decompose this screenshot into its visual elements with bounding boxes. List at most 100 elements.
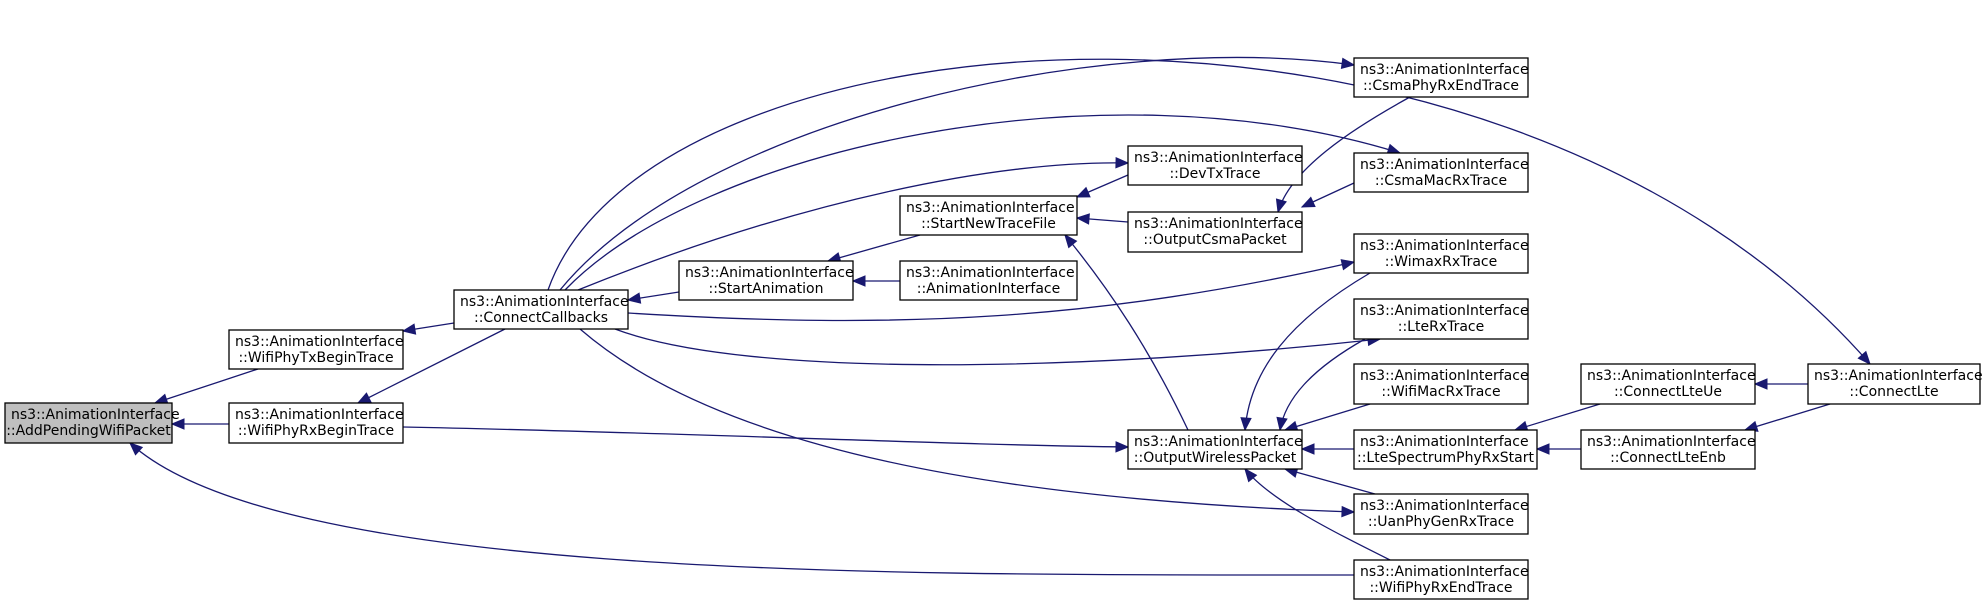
node-box [1353,152,1529,193]
edge-line [1514,403,1601,431]
node-start-animation[interactable]: ns3::AnimationInterface::StartAnimation [678,260,854,301]
node-namespace-label: ns3::AnimationInterface [1134,434,1303,450]
edge-arrowhead [170,418,185,430]
node-method-label: ::OutputCsmaPacket [1143,232,1287,248]
node-method-label: ::AddPendingWifiPacket [6,423,171,439]
edge-arrowhead [1276,416,1288,432]
node-method-label: ::LteRxTrace [1398,319,1485,335]
edge-line [577,162,1129,291]
edge-csma-phy-rx-end-trace-to-output-csma-packet [1275,96,1411,214]
node-method-label: ::WifiPhyTxBeginTrace [238,350,393,366]
edge-wifi-phy-rx-end-trace-to-add-pending-wifi-packet [129,442,1355,576]
edge-arrowhead [1300,196,1316,208]
node-box [1353,493,1529,535]
edge-line [1244,272,1371,431]
node-namespace-label: ns3::AnimationInterface [1360,564,1529,580]
edge-connect-callbacks-to-uan-phy-gen-rx-trace [579,328,1356,518]
edge-wifi-phy-tx-begin-trace-to-add-pending-wifi-packet [153,368,259,405]
node-connect-lte-ue[interactable]: ns3::AnimationInterface::ConnectLteUe [1580,363,1756,405]
node-namespace-label: ns3::AnimationInterface [1360,62,1529,78]
edge-output-wireless-packet-to-start-new-trace-file [1064,233,1189,431]
edge-arrowhead [1240,417,1252,432]
edge-wifi-phy-rx-end-trace-to-output-wireless-packet [1244,467,1391,561]
edge-arrowhead [1244,467,1258,483]
edge-connect-callbacks-to-wifi-phy-tx-begin-trace [401,322,455,335]
node-box [1353,363,1529,405]
node-connect-callbacks[interactable]: ns3::AnimationInterface::ConnectCallback… [453,289,629,330]
edge-line [402,426,1129,448]
node-dev-tx-trace[interactable]: ns3::AnimationInterface::DevTxTrace [1127,145,1303,186]
edge-arrowhead [129,442,144,456]
node-wifi-phy-rx-begin-trace[interactable]: ns3::AnimationInterface::WifiPhyRxBeginT… [228,402,404,444]
edge-arrowhead [401,323,417,335]
edge-arrowhead [1340,259,1356,271]
node-method-label: ::StartNewTraceFile [921,216,1056,232]
node-namespace-label: ns3::AnimationInterface [906,200,1075,216]
edge-arrowhead [1275,198,1287,214]
node-box [899,195,1078,236]
node-animation-interface[interactable]: ns3::AnimationInterface::AnimationInterf… [899,260,1078,301]
edge-arrowhead [626,292,642,304]
edge-csma-mac-rx-trace-to-output-csma-packet [1300,182,1355,208]
edge-wimax-rx-trace-to-output-wireless-packet [1240,272,1371,432]
edge-line [1279,338,1366,431]
node-wifi-phy-tx-begin-trace[interactable]: ns3::AnimationInterface::WifiPhyTxBeginT… [228,329,404,370]
edge-arrowhead [356,392,372,404]
node-output-wireless-packet[interactable]: ns3::AnimationInterface::OutputWirelessP… [1127,429,1303,470]
node-wifi-mac-rx-trace[interactable]: ns3::AnimationInterface::WifiMacRxTrace [1353,363,1529,405]
node-namespace-label: ns3::AnimationInterface [460,294,629,310]
edge-arrowhead [851,275,866,287]
node-connect-lte-enb[interactable]: ns3::AnimationInterface::ConnectLteEnb [1580,429,1756,470]
node-start-new-trace-file[interactable]: ns3::AnimationInterface::StartNewTraceFi… [899,195,1078,236]
edge-connect-callbacks-to-lte-rx-trace [614,328,1382,366]
node-method-label: ::WifiPhyRxEndTrace [1369,580,1512,596]
node-method-label: ::OutputWirelessPacket [1134,450,1297,466]
node-box [899,260,1078,301]
edge-line [827,234,921,262]
node-namespace-label: ns3::AnimationInterface [1360,498,1529,514]
node-method-label: ::AnimationInterface [917,281,1061,297]
node-namespace-label: ns3::AnimationInterface [1587,434,1756,450]
node-lte-spectrum-phy-rx-start[interactable]: ns3::AnimationInterface::LteSpectrumPhyR… [1353,429,1538,470]
node-method-label: ::CsmaMacRxTrace [1375,173,1507,189]
node-box [1127,145,1303,186]
node-connect-lte[interactable]: ns3::AnimationInterface::ConnectLte [1807,363,1983,405]
edge-arrowhead [1535,443,1550,455]
node-method-label: ::WimaxRxTrace [1385,254,1498,270]
node-method-label: ::ConnectLteUe [1614,384,1722,400]
edge-animation-interface-to-start-animation [851,275,900,287]
edge-line [1244,468,1391,561]
node-output-csma-packet[interactable]: ns3::AnimationInterface::OutputCsmaPacke… [1127,211,1303,253]
node-csma-phy-rx-end-trace[interactable]: ns3::AnimationInterface::CsmaPhyRxEndTra… [1353,57,1529,98]
edge-arrowhead [1300,443,1315,455]
edge-line [1284,403,1371,431]
edge-start-new-trace-file-to-start-animation [826,234,921,264]
edge-line [129,442,1355,576]
node-box [1353,233,1529,274]
node-csma-mac-rx-trace[interactable]: ns3::AnimationInterface::CsmaMacRxTrace [1353,152,1529,193]
edge-wifi-mac-rx-trace-to-output-wireless-packet [1283,403,1371,432]
edge-line [1284,468,1376,495]
node-wifi-phy-rx-end-trace[interactable]: ns3::AnimationInterface::WifiPhyRxEndTra… [1353,559,1529,600]
edge-line [1277,96,1411,213]
node-box [453,289,629,330]
edge-connect-lte-to-connect-lte-ue [1753,378,1808,390]
edge-arrowhead [1075,186,1091,198]
node-box [678,260,854,301]
node-namespace-label: ns3::AnimationInterface [685,265,854,281]
node-lte-rx-trace[interactable]: ns3::AnimationInterface::LteRxTrace [1353,298,1529,340]
node-box [1127,211,1303,253]
node-box [1127,429,1303,470]
edge-connect-callbacks-to-wimax-rx-trace [627,259,1356,322]
node-wimax-rx-trace[interactable]: ns3::AnimationInterface::WimaxRxTrace [1353,233,1529,274]
node-box [1580,363,1756,405]
edge-uan-phy-gen-rx-trace-to-output-wireless-packet [1283,466,1376,495]
edge-line [547,58,1871,365]
node-namespace-label: ns3::AnimationInterface [1360,434,1529,450]
node-method-label: ::LteSpectrumPhyRxStart [1357,450,1535,466]
node-namespace-label: ns3::AnimationInterface [1587,368,1756,384]
node-uan-phy-gen-rx-trace[interactable]: ns3::AnimationInterface::UanPhyGenRxTrac… [1353,493,1529,535]
edge-line [627,261,1355,322]
node-add-pending-wifi-packet[interactable]: ns3::AnimationInterface::AddPendingWifiP… [4,402,180,444]
